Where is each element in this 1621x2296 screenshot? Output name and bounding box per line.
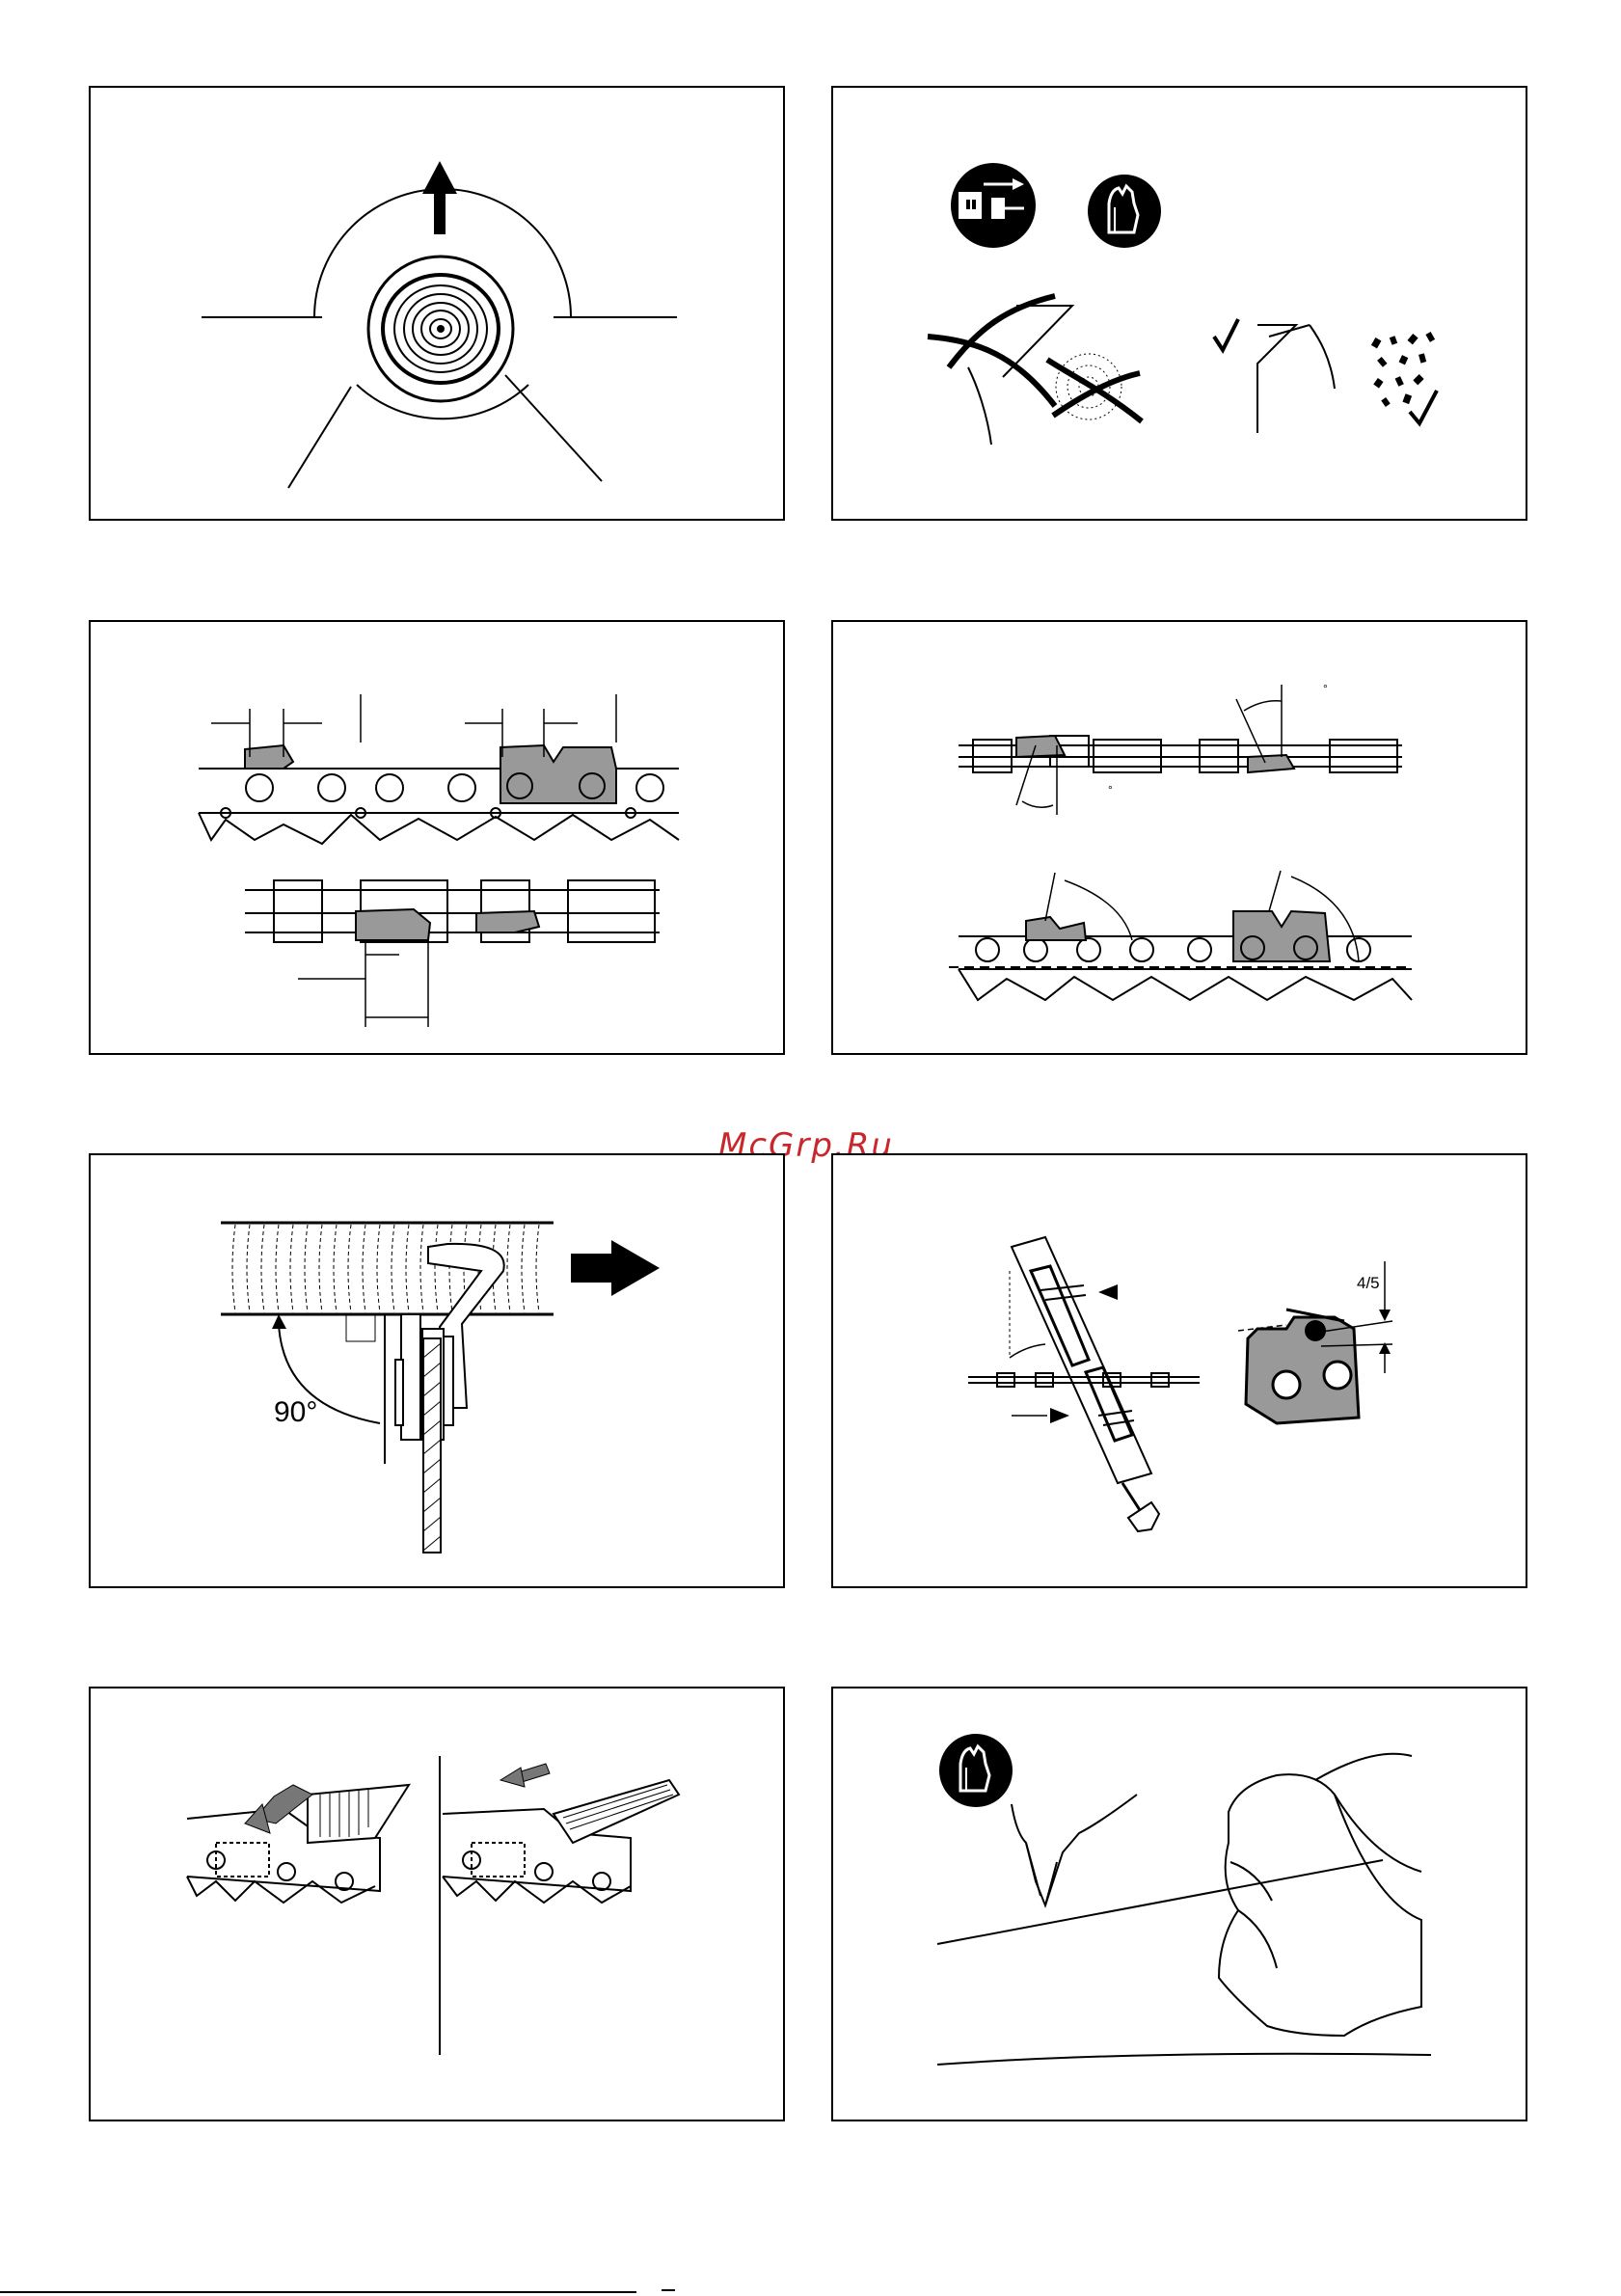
chain-top-view xyxy=(245,880,660,942)
gloves-icon xyxy=(1088,175,1161,248)
figure-8-hand-filing xyxy=(831,1687,1527,2121)
right-arrow-icon xyxy=(571,1240,660,1296)
fraction-label-4-5: 4/5 xyxy=(1357,1274,1380,1292)
degree-mark-1: ° xyxy=(1323,682,1328,695)
figure-3-chain-depth-gauge xyxy=(89,620,785,1055)
figure-4-filing-angles: ° ° xyxy=(831,620,1527,1055)
unplug-icon xyxy=(951,163,1036,248)
flat-file-right xyxy=(554,1780,679,1843)
figure-1-cutting-direction xyxy=(89,86,785,521)
guide-bar xyxy=(937,1860,1431,2065)
file-handle-icon xyxy=(1122,1483,1159,1531)
up-arrow-icon xyxy=(422,161,457,234)
sparks-cloud-icon xyxy=(1047,354,1142,421)
log-cross-section-diagram xyxy=(91,88,785,521)
footer-rule xyxy=(0,2291,636,2293)
degree-mark-2: ° xyxy=(1108,783,1113,797)
figure-6-file-guide: 4/5 xyxy=(831,1153,1527,1588)
gloves-icon xyxy=(939,1734,1013,1807)
figure-2-safety xyxy=(831,86,1527,521)
hatched-bar xyxy=(423,1338,441,1553)
figure-5-file-90-degrees: 90° xyxy=(89,1153,785,1588)
footer-mark xyxy=(662,2289,675,2291)
figure-7-flat-file-depth-gauge xyxy=(89,1687,785,2121)
filings-icon xyxy=(1371,332,1437,423)
file-guide xyxy=(1012,1237,1151,1483)
left-hand xyxy=(1012,1795,1137,1905)
check-mark-icon xyxy=(1214,319,1335,433)
right-hand xyxy=(1219,1754,1421,2036)
down-left-arrow-icon xyxy=(245,1785,312,1833)
cross-mark-icon xyxy=(928,296,1072,445)
left-arrow-icon xyxy=(500,1764,550,1787)
angle-label-90: 90° xyxy=(274,1396,317,1429)
flat-file-left xyxy=(308,1785,409,1843)
